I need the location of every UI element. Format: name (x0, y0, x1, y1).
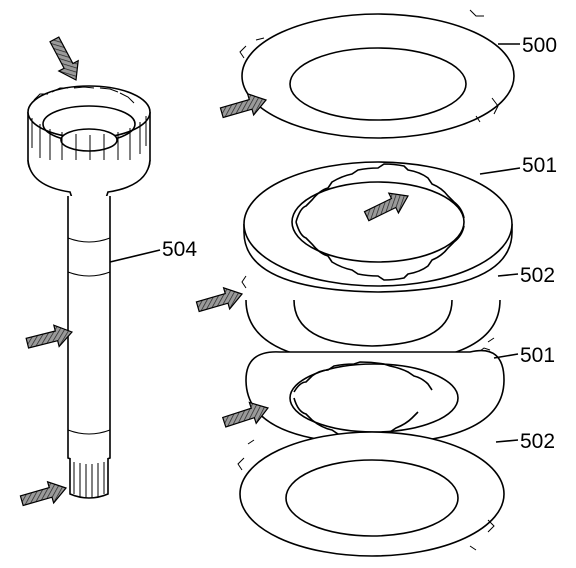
arrow-plate-502-mid (194, 282, 246, 318)
callout-500: 500 (522, 34, 557, 57)
input-shaft (27, 85, 161, 499)
steel-plate-502-bottom (237, 431, 519, 557)
callout-502-bottom: 502 (520, 430, 555, 453)
callout-501-lower: 501 (520, 344, 555, 367)
arrow-drum-top (44, 33, 87, 86)
callout-501-upper: 501 (522, 154, 557, 177)
callout-502-middle: 502 (520, 264, 555, 287)
callout-504: 504 (162, 238, 197, 261)
friction-plate-501-lower (245, 349, 519, 445)
steel-plate-500 (239, 9, 520, 139)
friction-plate-501-upper (243, 161, 521, 293)
arrow-shaft-mid (24, 320, 76, 355)
steel-plate-502-middle (241, 273, 519, 365)
arrow-shaft-bottom (18, 476, 70, 512)
